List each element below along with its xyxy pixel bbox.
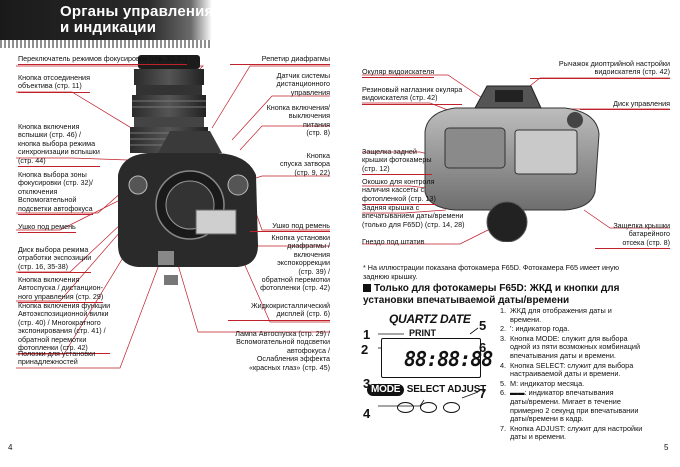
- camera-front-illustration: [118, 55, 258, 285]
- callout-5: 5: [479, 318, 487, 333]
- adjust-label: ADJUST: [447, 384, 487, 395]
- label-bracketing-button: Кнопка включения функции Автоэкспозицион…: [18, 301, 111, 355]
- callout-7: 7: [479, 386, 487, 401]
- lcd-description-list: 1.ЖКД для отображения даты и времени. 2.…: [500, 306, 670, 443]
- label-flash-button: Кнопка включения вспышки (стр. 46) / кно…: [18, 122, 100, 168]
- callout-2: 2: [361, 342, 369, 357]
- label-diopter-lever: Рычажок диоптрийной настройки видоискате…: [530, 59, 670, 79]
- callout-6: 6: [479, 340, 487, 355]
- label-eyecup: Резиновый наглазник окуляра видоискателя…: [362, 85, 463, 105]
- page-title: Органы управления и индикации: [60, 3, 214, 36]
- camera-back-illustration: [424, 85, 600, 242]
- label-tripod-socket: Гнездо под штатив: [362, 237, 425, 246]
- label-lcd-display: Жидкокристаллический дисплей (стр. 6): [228, 301, 330, 321]
- label-exposure-mode-dial: Диск выбора режима отработки экспозиции …: [18, 245, 92, 274]
- lcd-print-label: PRINT: [409, 328, 436, 338]
- list-item: 4.Кнопка SELECT: служит для выбора настр…: [500, 360, 634, 379]
- label-strap-eyelet-left: Ушко под ремень: [18, 222, 76, 234]
- mode-label: MODE: [367, 384, 405, 396]
- callout-3: 3: [363, 376, 371, 391]
- date-lcd-panel: QUARTZ DATE PRINT 88:88:88 MODE SELECT A…: [361, 312, 493, 422]
- label-self-timer-button: Кнопка включения Автоспуска / дистанцион…: [18, 275, 104, 304]
- label-focus-mode-switch: Переключатель режимов фокусировки (стр. …: [18, 54, 188, 66]
- lcd-title: QUARTZ DATE: [389, 312, 471, 326]
- label-battery-latch: Защелка крышки батарейного отсека (стр. …: [595, 221, 670, 250]
- label-aperture-button: Кнопка установки диафрагмы / включения э…: [260, 233, 330, 293]
- section-title: Только для фотокамеры F65D: ЖКД и кнопки…: [363, 283, 620, 306]
- header-band: [0, 0, 212, 40]
- label-shutter-button: Кнопка спуска затвора (стр. 9, 22): [279, 151, 330, 177]
- list-item: 2.': индикатор года.: [500, 324, 570, 334]
- lcd-digits: 88:88:88: [404, 347, 493, 371]
- label-remote-sensor: Датчик системы дистанционного управления: [276, 71, 330, 97]
- label-strap-eyelet-right: Ушко под ремень: [250, 221, 330, 233]
- label-power-switch: Кнопка включения/ выключения питания (ст…: [266, 103, 330, 138]
- select-label: SELECT: [406, 384, 446, 395]
- label-control-dial: Диск управления: [580, 99, 670, 111]
- list-item: 5.M: индикатор месяца.: [500, 378, 585, 388]
- page-number-right: 5: [664, 443, 669, 452]
- page-number-left: 4: [8, 443, 13, 452]
- label-dof-preview: Репетир диафрагмы: [230, 54, 330, 66]
- list-item: 7.Кнопка ADJUST: служит для настройки да…: [500, 423, 643, 442]
- list-item: 1.ЖКД для отображения даты и времени.: [500, 306, 612, 324]
- lcd-screen: 88:88:88: [381, 338, 493, 378]
- lcd-button-labels: MODE SELECT ADJUST: [367, 384, 486, 396]
- label-viewfinder-eyepiece: Окуляр видоискателя: [362, 67, 435, 79]
- label-back-cover-latch: Защелка задней крышки фотокамеры (стр. 1…: [362, 147, 432, 176]
- label-film-window: Окошко для контроля наличия кассеты с фо…: [362, 177, 436, 206]
- list-item: 3.Кнопка MODE: служит для выбора одной и…: [500, 333, 641, 360]
- label-accessory-shoe: Полозки для установки принадлежностей: [18, 349, 96, 367]
- list-item: 6.▬▬: индикатор впечатывания даты/времен…: [500, 388, 639, 424]
- callout-4: 4: [363, 406, 371, 421]
- header-stripes: [0, 40, 212, 48]
- label-date-back: Задняя крышка с впечатыванием даты/време…: [362, 203, 465, 229]
- adjust-button[interactable]: [443, 402, 460, 413]
- mode-button[interactable]: [397, 402, 414, 413]
- label-self-timer-lamp: Лампа Автоспуска (стр. 29) / Вспомогател…: [235, 329, 330, 372]
- model-note: * На иллюстрации показана фотокамера F65…: [363, 263, 620, 281]
- section-bullet-icon: [363, 284, 371, 292]
- callout-1: 1: [363, 327, 371, 342]
- label-lens-release-button: Кнопка отсоединения объектива (стр. 11): [18, 73, 90, 93]
- select-button[interactable]: [420, 402, 437, 413]
- label-focus-area-button: Кнопка выбора зоны фокусировки (стр. 32)…: [18, 170, 93, 216]
